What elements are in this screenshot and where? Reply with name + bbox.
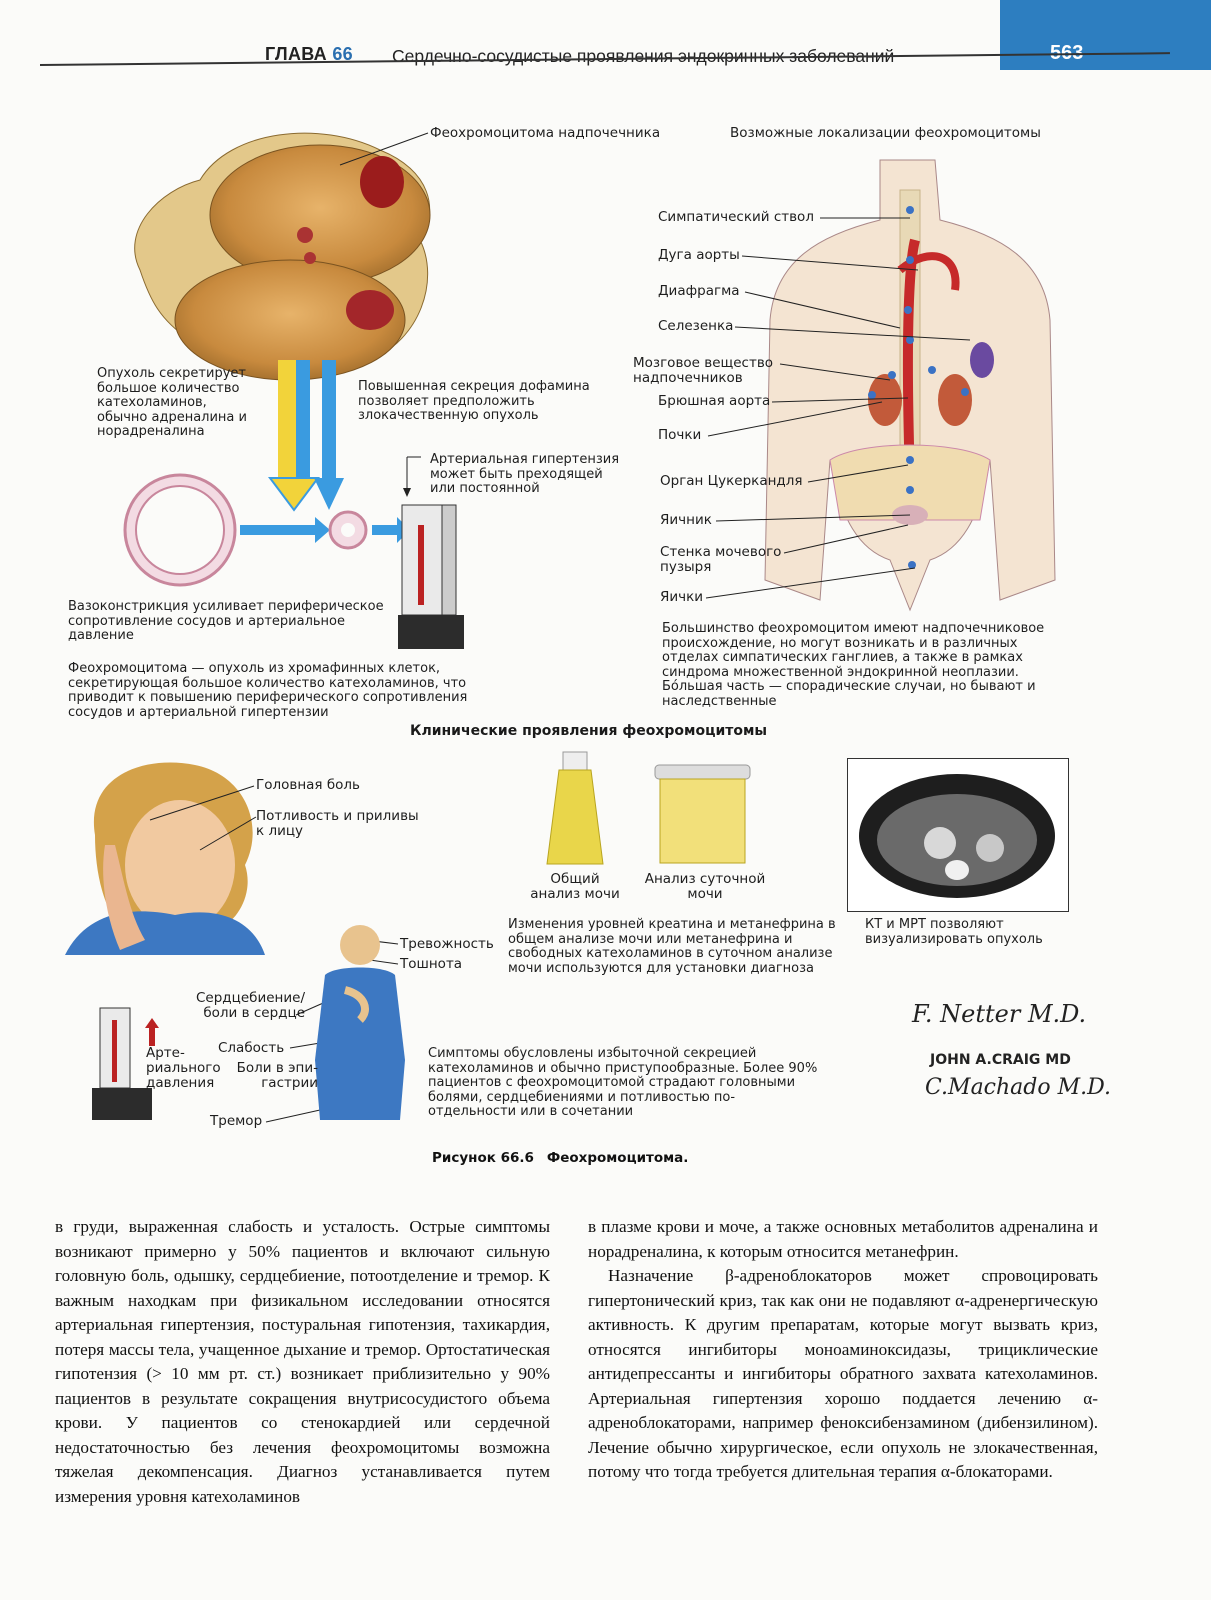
bp-label: Арте- риального давления: [146, 1045, 221, 1091]
bottom-leader-lines-left: [149, 785, 399, 1123]
anatomy-label-adrenal-medulla: Мозговое вещество надпочечников: [633, 355, 774, 386]
manometer-icon: [398, 504, 464, 649]
anatomy-label-abdominal-aorta: Брюшная аорта: [658, 393, 771, 409]
ct-scan-image: [859, 774, 1055, 898]
urine-daily-label: Анализ суточной мочи: [644, 871, 766, 902]
anatomy-label-kidneys: Почки: [658, 427, 702, 443]
woman-standing-illustration: [315, 925, 405, 1120]
anatomy-label-spleen: Селезенка: [658, 318, 734, 334]
localization-title: Возможные локализации феохромоцитомы: [730, 125, 1041, 141]
anatomy-label-testes: Яички: [660, 589, 704, 605]
anatomy-label-aortic-arch: Дуга аорты: [658, 247, 740, 263]
chapter-label: ГЛАВА 66: [265, 44, 353, 64]
ct-description: КТ и МРТ позволяют визуализировать опухо…: [865, 917, 1043, 947]
figure-caption: Рисунок 66.6 Феохромоцитома.: [432, 1150, 689, 1166]
localization-description: Большинство феохромоцитом имеют надпочеч…: [662, 621, 1045, 709]
symptom-sweating: Потливость и приливы к лицу: [256, 808, 419, 839]
anatomy-label-ovary: Яичник: [660, 512, 712, 528]
hypertension-arrow: [403, 456, 421, 497]
definition-text: Феохромоцитома — опухоль из хромафинных …: [68, 661, 468, 720]
vasoconstriction-label: Вазоконстрикция усиливает периферическое…: [68, 599, 384, 643]
torso-anatomy-illustration: [764, 159, 1056, 612]
body-column-right: в плазме крови и моче, а также основных …: [588, 1215, 1098, 1485]
urine-description: Изменения уровней креатина и метанефрина…: [508, 917, 836, 976]
symptom-anxiety: Тревожность: [400, 936, 494, 952]
anatomy-label-bladder-wall: Стенка мочевого пузыря: [660, 544, 782, 575]
bp-manometer-icon: [92, 1007, 159, 1120]
anatomy-label-sympathetic-trunk: Симпатический ствол: [658, 209, 814, 225]
clinical-section-title: Клинические проявления феохромоцитомы: [410, 723, 768, 739]
body-col1-paragraph: в груди, выраженная слабость и усталость…: [55, 1217, 550, 1506]
symptom-headache: Головная боль: [256, 777, 361, 793]
symptoms-description: Симптомы обусловлены избыточной секрецие…: [428, 1046, 818, 1119]
secretion-right-label: Повышенная секреция дофамина позволяет п…: [358, 379, 590, 423]
symptom-weakness: Слабость: [218, 1040, 285, 1056]
body-col2-paragraph-1: в плазме крови и моче, а также основных …: [588, 1217, 1098, 1261]
page-number-box: [1000, 0, 1211, 70]
signature-netter: F. Netter M.D.: [912, 1000, 1087, 1028]
hypertension-label: Артериальная гипертензия может быть прех…: [430, 452, 620, 496]
signature-machado: C.Machado M.D.: [925, 1075, 1111, 1100]
symptom-nausea: Тошнота: [400, 956, 463, 972]
symptom-palpitations: Сердцебиение/ боли в сердце: [196, 990, 305, 1021]
chapter-title: Сердечно-сосудистые проявления эндокринн…: [392, 46, 895, 66]
tumor-label: Феохромоцитома надпочечника: [430, 125, 661, 141]
urine-flask-general: [546, 751, 604, 865]
body-col2-paragraph-2: Назначение β-адреноблокаторов может спро…: [588, 1266, 1098, 1481]
anatomy-leader-lines: [705, 217, 971, 599]
vessel-illustration: [123, 473, 410, 587]
signature-craig: JOHN A.CRAIG MD: [930, 1052, 1071, 1068]
urine-general-label: Общий анализ мочи: [530, 871, 620, 902]
symptom-epigastric: Боли в эпи- гастрии: [236, 1060, 318, 1091]
symptom-tremor: Тремор: [210, 1113, 263, 1129]
woman-headache-illustration: [65, 762, 265, 955]
anatomy-label-diaphragm: Диафрагма: [658, 283, 740, 299]
secretion-arrows: [268, 360, 344, 512]
body-column-left: в груди, выраженная слабость и усталость…: [55, 1215, 550, 1509]
secretion-left-label: Опухоль секретирует большое количество к…: [97, 366, 247, 439]
tumor-leader-line: [339, 132, 429, 166]
anatomy-label-zuckerkandl: Орган Цукеркандля: [660, 473, 803, 489]
urine-jar-daily: [654, 764, 751, 864]
adrenal-tumor-illustration: [134, 132, 431, 381]
